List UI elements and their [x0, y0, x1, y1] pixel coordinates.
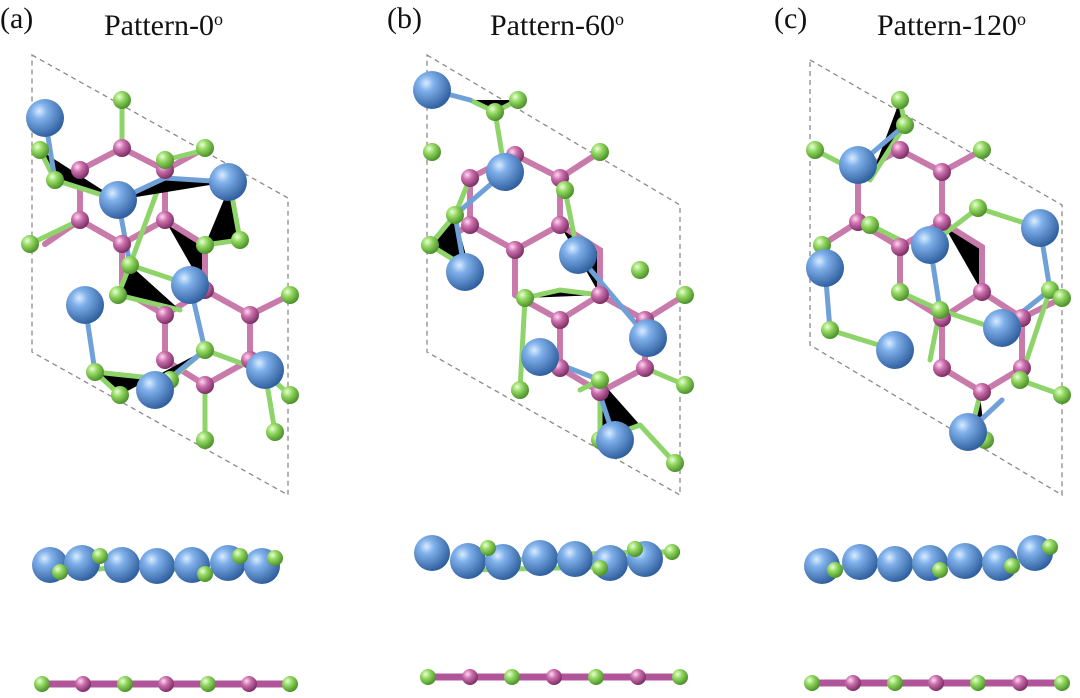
panel-c-side-view-substrate	[804, 675, 1070, 691]
pink-atoms	[461, 146, 654, 401]
panel-c-title: Pattern-120o	[877, 9, 1026, 42]
panel-b-side-view-substrate	[420, 669, 688, 685]
panel-c-side-view-layer	[804, 535, 1058, 584]
panel-a-top-view	[21, 53, 299, 497]
panel-a-tag: (a)	[0, 2, 34, 35]
panel-a-side-view-layer	[32, 545, 283, 584]
green-atoms	[806, 91, 1071, 449]
panel-c-tag: (c)	[774, 2, 808, 35]
blue-atoms	[806, 146, 1059, 451]
panel-c-top-view	[806, 58, 1071, 497]
panel-b-top-view	[413, 53, 694, 497]
blue-bonds	[429, 87, 651, 443]
panel-b-tag: (b)	[387, 2, 422, 35]
panel-a-side-view-substrate	[34, 676, 298, 692]
green-atoms	[21, 91, 299, 449]
blue-bonds	[822, 122, 1053, 435]
panel-b-side-view-layer	[414, 535, 680, 581]
panel-a-title: Pattern-0o	[104, 9, 223, 42]
green-atoms	[421, 91, 694, 472]
blue-atoms	[26, 99, 284, 409]
panel-b-title: Pattern-60o	[490, 9, 624, 42]
unit-cell-outline	[31, 53, 289, 497]
blue-atoms	[413, 71, 667, 459]
pink-atoms	[849, 141, 1031, 401]
